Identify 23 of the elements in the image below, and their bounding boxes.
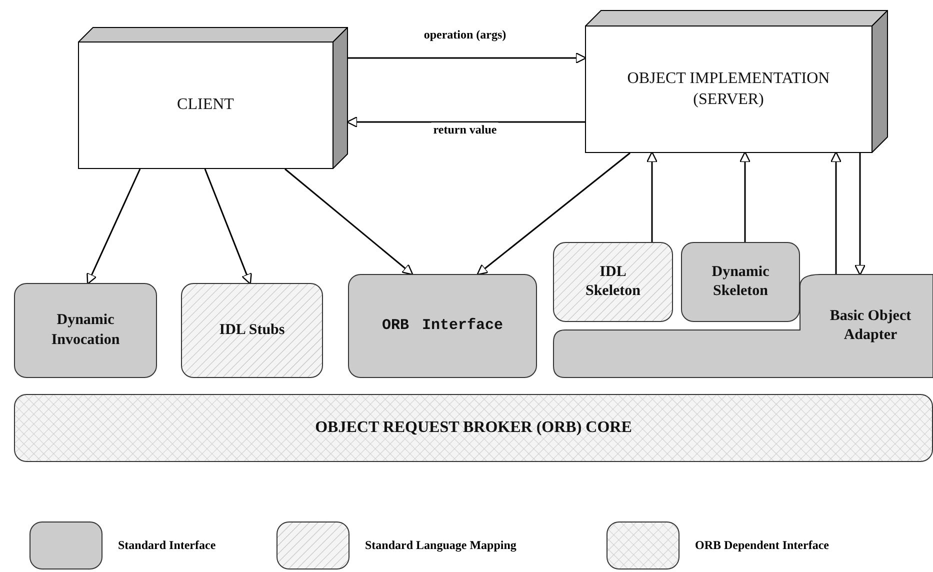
node-label: ORB Interface bbox=[380, 316, 504, 336]
arrow bbox=[830, 151, 842, 274]
arrow bbox=[86, 168, 141, 284]
node-label: OBJECT IMPLEMENTATION (SERVER) bbox=[626, 68, 831, 110]
legend-label: ORB Dependent Interface bbox=[695, 538, 829, 553]
arrow bbox=[204, 168, 252, 285]
node-label: IDL Skeleton bbox=[584, 262, 642, 301]
arrow bbox=[476, 152, 630, 276]
arrow bbox=[646, 151, 658, 242]
arrow bbox=[739, 151, 751, 242]
node-label: Basic Object Adapter bbox=[828, 306, 912, 345]
node-label: IDL Stubs bbox=[218, 320, 286, 340]
node-label: Dynamic Skeleton bbox=[710, 262, 770, 301]
legend-label: Standard Interface bbox=[118, 538, 216, 553]
node-label: CLIENT bbox=[176, 95, 235, 116]
arrow bbox=[284, 168, 414, 276]
node-label: Dynamic Invocation bbox=[50, 311, 121, 350]
legend-label: Standard Language Mapping bbox=[365, 538, 516, 553]
arrow bbox=[346, 116, 585, 128]
arrow bbox=[854, 153, 866, 276]
arrow bbox=[348, 52, 587, 64]
node-label: OBJECT REQUEST BROKER (ORB) CORE bbox=[314, 418, 633, 438]
edge-label: operation (args) bbox=[422, 28, 508, 42]
